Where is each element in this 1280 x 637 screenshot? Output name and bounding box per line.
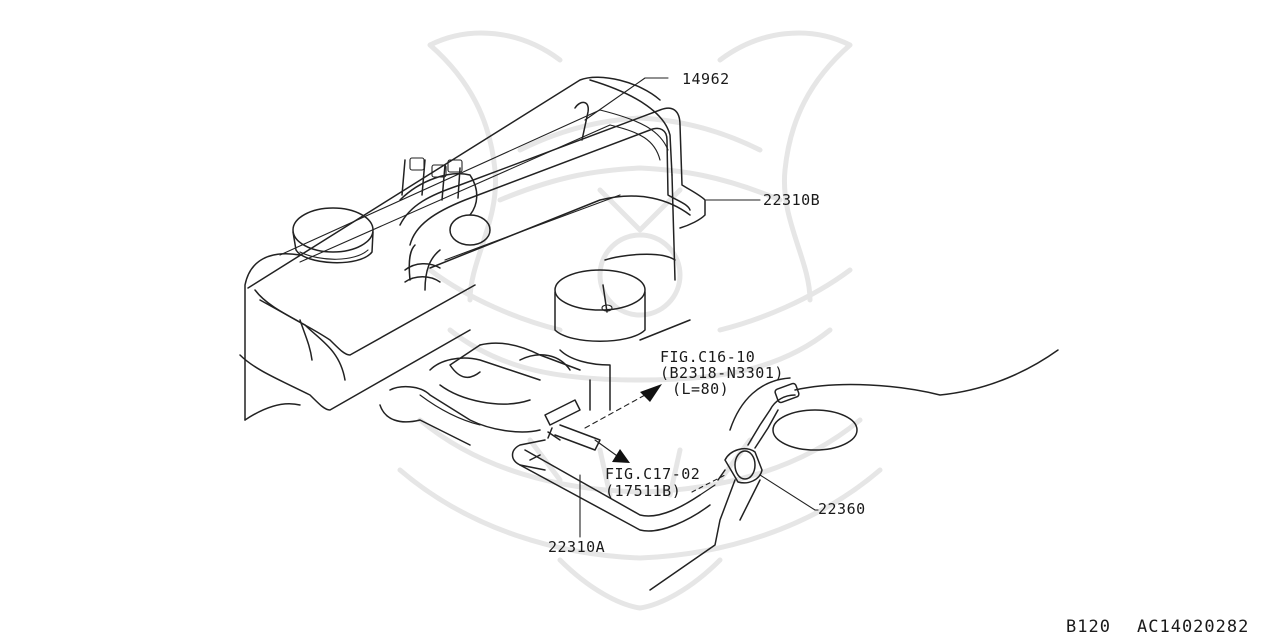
page-code: B120 bbox=[1066, 617, 1111, 637]
label-14962: 14962 bbox=[682, 70, 730, 88]
label-22360: 22360 bbox=[818, 500, 866, 518]
diagram-id: AC14020282 bbox=[1137, 617, 1249, 637]
label-fig-c16-length: (L=80) bbox=[672, 380, 729, 398]
solenoid-valve-22360 bbox=[717, 382, 816, 511]
label-22310a: 22310A bbox=[548, 538, 605, 556]
intake-manifold bbox=[379, 342, 581, 446]
wiring-harness bbox=[649, 349, 1059, 591]
label-fig-c16-10: FIG.C16-10 bbox=[660, 348, 755, 366]
clip-14962 bbox=[574, 77, 669, 141]
rocker-cover bbox=[239, 76, 676, 421]
breather-hose-22310b bbox=[399, 107, 706, 291]
distributor-cap bbox=[399, 157, 491, 246]
leader-lines bbox=[579, 199, 819, 538]
label-fig-c17-02: FIG.C17-02 bbox=[605, 465, 700, 483]
oil-filler-cap bbox=[292, 207, 374, 264]
air-cleaner-snorkel bbox=[554, 269, 691, 411]
arrow-icon bbox=[584, 384, 726, 493]
samurai-helmet-watermark-icon bbox=[397, 30, 883, 611]
breather-hose-22310a bbox=[511, 399, 716, 532]
label-fig-c17-part: (17511B) bbox=[605, 482, 681, 500]
label-22310b: 22310B bbox=[763, 191, 820, 209]
label-fig-c16-part: (B2318-N3301) bbox=[660, 364, 784, 382]
